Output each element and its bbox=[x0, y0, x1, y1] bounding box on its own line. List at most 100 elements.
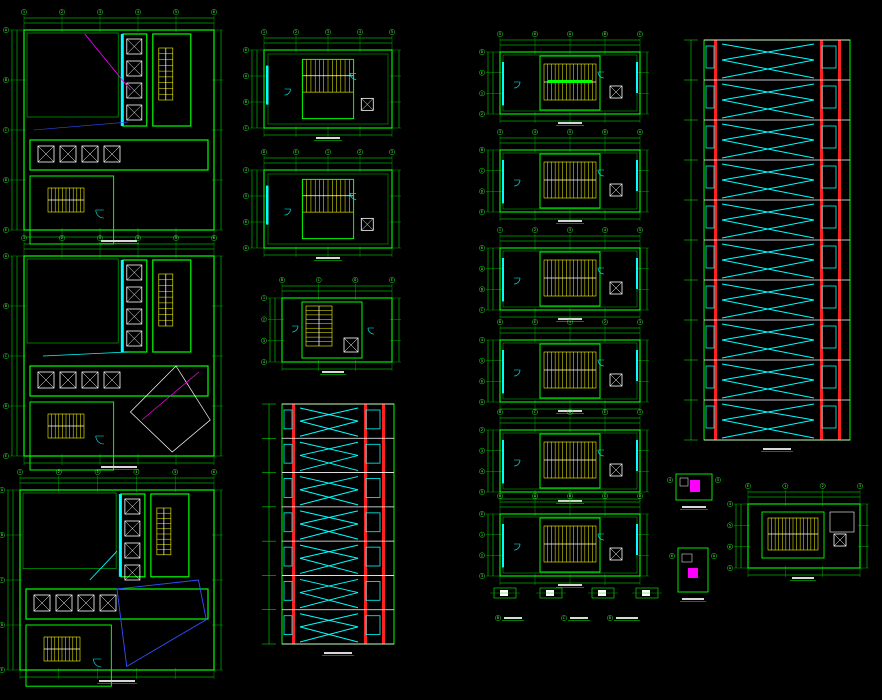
grid-bubble-label: C bbox=[5, 354, 7, 358]
grid-bubble-label: 6 bbox=[213, 470, 215, 474]
grid-bubble bbox=[479, 69, 485, 76]
glass-wall bbox=[502, 350, 504, 394]
grid-bubble-label: 4 bbox=[481, 469, 483, 473]
stair-flight bbox=[721, 379, 815, 399]
stair-flight bbox=[721, 43, 815, 61]
grid-bubble-label: C bbox=[563, 616, 565, 620]
title-text-bar bbox=[316, 137, 340, 139]
stair-flight bbox=[721, 403, 815, 421]
grid-bubble bbox=[261, 337, 267, 344]
grid-bubble-label: 6 bbox=[213, 236, 215, 240]
stair-flight bbox=[299, 407, 359, 422]
grid-bubble-label: 4 bbox=[245, 168, 247, 172]
grid-bubble-label: 5 bbox=[174, 470, 176, 474]
grid-bubble bbox=[497, 409, 503, 415]
grid-bubble bbox=[532, 31, 538, 37]
elevator-shaft bbox=[81, 145, 99, 163]
door-swing bbox=[597, 533, 605, 541]
grid-bubble bbox=[315, 277, 322, 283]
outer-wall bbox=[499, 339, 641, 403]
elevator-cross bbox=[609, 281, 623, 295]
grid-bubble-label: D bbox=[263, 150, 265, 154]
outer-wall bbox=[499, 513, 641, 577]
elevator-shaft bbox=[360, 97, 374, 111]
window bbox=[283, 581, 293, 601]
title-text-bar bbox=[558, 318, 582, 320]
stair-flight bbox=[721, 59, 815, 79]
detail-block bbox=[690, 480, 700, 492]
elevator-shaft bbox=[609, 463, 623, 477]
window bbox=[705, 285, 715, 309]
grid-bubble-label: D bbox=[481, 189, 483, 193]
stair-room bbox=[301, 58, 355, 120]
grid-bubble-label: E bbox=[295, 150, 297, 154]
grid-bubble-label: 5 bbox=[175, 10, 177, 14]
grid-bubble-label: E bbox=[481, 512, 483, 516]
title-text-bar bbox=[504, 617, 522, 619]
stair-flight bbox=[721, 363, 815, 381]
grid-bubble bbox=[0, 622, 5, 628]
diagonal-accent bbox=[89, 550, 118, 581]
outer-wall bbox=[19, 489, 215, 671]
grid-bubble bbox=[637, 319, 643, 325]
grid-bubble bbox=[172, 469, 179, 475]
elevator-shaft bbox=[609, 85, 623, 99]
grid-bubble bbox=[243, 99, 249, 105]
window bbox=[365, 409, 381, 430]
elevator-shaft bbox=[833, 533, 847, 547]
grid-bubble bbox=[567, 493, 573, 499]
window bbox=[365, 581, 381, 601]
grid-bubble-label: 2 bbox=[481, 112, 483, 116]
grid-bubble bbox=[479, 265, 485, 272]
grid-bubble-label: C bbox=[1, 578, 3, 582]
elevator-shaft bbox=[37, 145, 55, 163]
grid-bubble bbox=[211, 235, 217, 241]
door-swing bbox=[349, 73, 357, 80]
grid-bubble bbox=[532, 409, 538, 415]
lower-stair-room bbox=[25, 624, 112, 687]
grid-bubble bbox=[0, 667, 5, 673]
stair-flight bbox=[721, 283, 815, 301]
door-swing bbox=[95, 435, 104, 445]
grid-bubble bbox=[637, 129, 643, 135]
stair-flight bbox=[299, 578, 359, 594]
window bbox=[283, 615, 293, 635]
grid-bubble bbox=[279, 277, 285, 283]
service-room bbox=[829, 511, 855, 533]
elevator-cross bbox=[81, 371, 99, 389]
grid-bubble-label: 1 bbox=[481, 91, 483, 95]
window bbox=[821, 245, 837, 269]
elevator-cross bbox=[37, 145, 55, 163]
grid-bubble bbox=[532, 129, 538, 135]
stair-flight bbox=[299, 592, 359, 609]
grid-bubble bbox=[567, 227, 573, 233]
grid-bubble bbox=[479, 511, 485, 517]
grid-bubble bbox=[243, 193, 249, 199]
glass-wall bbox=[636, 62, 638, 93]
window bbox=[365, 615, 381, 635]
title-text-bar bbox=[99, 680, 135, 682]
title-text-bar bbox=[682, 598, 704, 600]
grid-bubble-label: 3 bbox=[263, 339, 265, 343]
grid-bubble bbox=[495, 615, 501, 621]
grid-bubble bbox=[637, 493, 643, 499]
stair-flight bbox=[299, 441, 359, 456]
stair-flight bbox=[721, 99, 815, 119]
grid-bubble-label: 4 bbox=[137, 10, 139, 14]
grid-bubble-label: E bbox=[604, 410, 606, 414]
grid-bubble-label: C bbox=[318, 278, 320, 282]
title-text-bar bbox=[101, 466, 137, 468]
grid-bubble-label: 2 bbox=[481, 553, 483, 557]
stair-flight bbox=[721, 419, 815, 439]
grid-bubble-label: 5 bbox=[499, 32, 501, 36]
elevator-cross bbox=[37, 371, 55, 389]
elevator-cross bbox=[833, 533, 847, 547]
grid-bubble bbox=[637, 227, 643, 233]
grid-bubble-label: C bbox=[604, 494, 606, 498]
grid-bubble bbox=[243, 73, 249, 79]
